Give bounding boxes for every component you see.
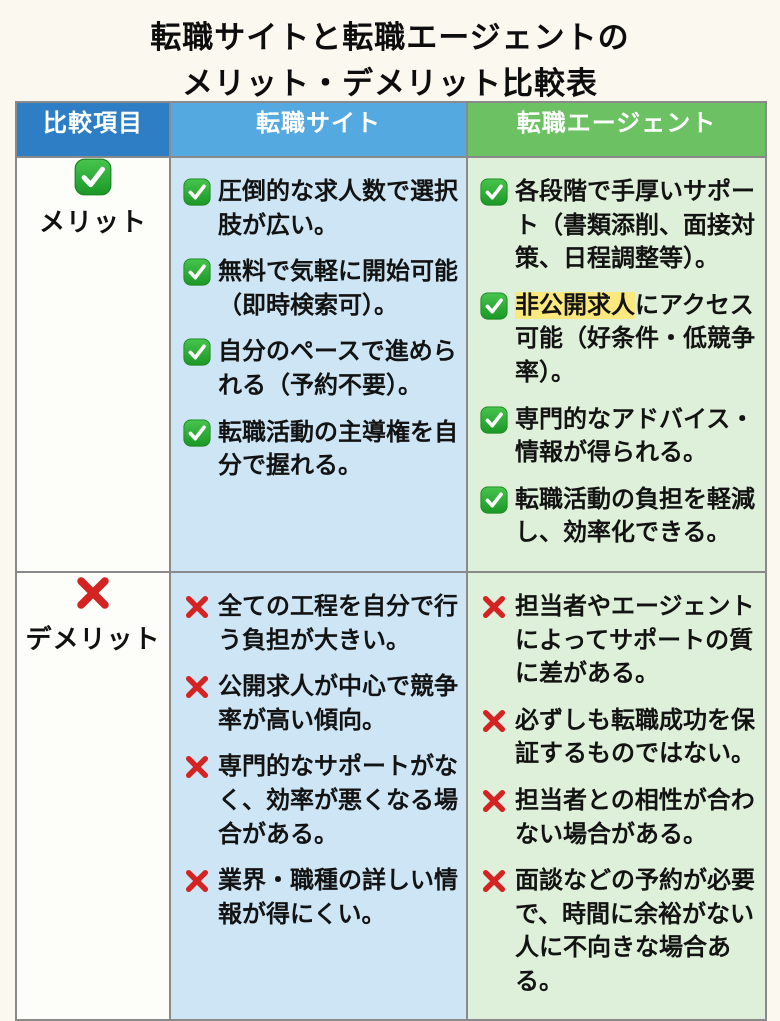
list-item: 自分のペースで進められる（予約不要）。 <box>183 335 461 402</box>
list-item: 面談などの予約が必要で、時間に余裕がない人に不向きな場合ある。 <box>480 864 760 998</box>
demerit-label-cell: デメリット <box>15 570 171 1021</box>
list-item-text: 必ずしも転職成功を保証するものではない。 <box>515 706 755 768</box>
cross-icon <box>480 867 508 895</box>
header-cell-comparison-item: 比較項目 <box>15 101 171 158</box>
check-icon <box>74 158 112 196</box>
list-item: 担当者やエージェントによってサポートの質に差がある。 <box>480 590 760 691</box>
merit-site-cell: 圧倒的な求人数で選択肢が広い。 無料で気軽に開始可能（即時検索可）。 自分のペー… <box>169 156 468 573</box>
demerit-site-cell: 全ての工程を自分で行う負担が大きい。 公開求人が中心で競争率が高い傾向。 専門的… <box>169 570 468 1021</box>
check-icon <box>183 178 211 206</box>
header-cell-job-site: 転職サイト <box>169 101 468 158</box>
cross-icon <box>73 573 113 613</box>
check-icon <box>183 419 211 447</box>
merit-label: メリット <box>38 207 147 237</box>
list-item: 専門的なアドバイス・情報が得られる。 <box>480 403 760 470</box>
list-item-text: 担当者やエージェントによってサポートの質に差がある。 <box>515 592 755 688</box>
list-item: 圧倒的な求人数で選択肢が広い。 <box>183 175 461 242</box>
list-item: 担当者との相性が合わない場合がある。 <box>480 784 760 851</box>
cross-icon <box>183 867 211 895</box>
check-icon <box>480 178 508 206</box>
header-cell-job-agent: 転職エージェント <box>466 101 767 158</box>
page-title-line2: メリット・デメリット比較表 <box>182 65 598 101</box>
list-item-text: 公開求人が中心で競争率が高い傾向。 <box>218 673 458 734</box>
list-item-text: 転職活動の負担を軽減し、効率化できる。 <box>515 485 755 547</box>
highlighted-text: 非公開求人 <box>515 291 635 319</box>
demerit-row: デメリット 全ての工程を自分で行う負担が大きい。 公開求人が中心で競争率が高い傾… <box>15 570 767 1021</box>
list-item: 専門的なサポートがなく、効率が悪くなる場合がある。 <box>183 750 461 851</box>
cross-icon <box>480 787 508 815</box>
cross-icon <box>480 593 508 621</box>
list-item-text: 面談などの予約が必要で、時間に余裕がない人に不向きな場合ある。 <box>515 867 755 995</box>
merit-row: メリット 圧倒的な求人数で選択肢が広い。 無料で気軽に開始可能（即時検索可）。 … <box>15 156 767 573</box>
merit-label-cell: メリット <box>15 156 171 573</box>
cross-icon <box>183 673 211 701</box>
merit-agent-cell: 各段階で手厚いサポート（書類添削、面接対策、日程調整等）。 非公開求人にアクセス… <box>466 156 767 573</box>
list-item: 無料で気軽に開始可能（即時検索可）。 <box>183 255 461 322</box>
check-icon <box>480 406 508 434</box>
list-item-text: 非公開求人にアクセス可能（好条件・低競争率）。 <box>515 289 760 390</box>
list-item-text: 全ての工程を自分で行う負担が大きい。 <box>218 592 458 654</box>
list-item-text: 担当者との相性が合わない場合がある。 <box>515 786 755 848</box>
demerit-label: デメリット <box>25 623 161 654</box>
page-title-line1: 転職サイトと転職エージェントの <box>150 20 630 55</box>
list-item: 転職活動の主導権を自分で握れる。 <box>183 416 461 483</box>
list-item-text: 圧倒的な求人数で選択肢が広い。 <box>218 178 458 239</box>
comparison-table: 比較項目 転職サイト 転職エージェント メリット 圧倒的な求人数で選択肢が広い。… <box>15 101 767 1021</box>
check-icon <box>183 258 211 286</box>
list-item-text: 無料で気軽に開始可能（即時検索可）。 <box>218 258 458 319</box>
list-item-text: 業界・職種の詳しい情報が得にくい。 <box>218 867 458 928</box>
demerit-agent-cell: 担当者やエージェントによってサポートの質に差がある。 必ずしも転職成功を保証する… <box>466 570 767 1021</box>
cross-icon <box>480 707 508 735</box>
list-item-text: 転職活動の主導権を自分で握れる。 <box>218 418 458 480</box>
list-item: 公開求人が中心で競争率が高い傾向。 <box>183 670 461 737</box>
check-icon <box>183 338 211 366</box>
cross-icon <box>183 753 211 781</box>
check-icon <box>480 486 508 514</box>
list-item: 業界・職種の詳しい情報が得にくい。 <box>183 864 461 931</box>
list-item-text: 各段階で手厚いサポート（書類添削、面接対策、日程調整等）。 <box>515 178 755 273</box>
list-item-text-rest: にアクセス可能（好条件・低競争率）。 <box>515 291 755 386</box>
list-item: 必ずしも転職成功を保証するものではない。 <box>480 704 760 771</box>
list-item: 全ての工程を自分で行う負担が大きい。 <box>183 590 461 657</box>
list-item: 非公開求人にアクセス可能（好条件・低競争率）。 <box>480 289 760 390</box>
header-row: 比較項目 転職サイト 転職エージェント <box>15 101 767 158</box>
list-item: 各段階で手厚いサポート（書類添削、面接対策、日程調整等）。 <box>480 175 760 276</box>
check-icon <box>480 292 508 320</box>
list-item: 転職活動の負担を軽減し、効率化できる。 <box>480 483 760 550</box>
list-item-text: 専門的なアドバイス・情報が得られる。 <box>515 405 755 467</box>
list-item-text: 自分のペースで進められる（予約不要）。 <box>218 338 457 399</box>
list-item-text: 専門的なサポートがなく、効率が悪くなる場合がある。 <box>218 753 458 848</box>
cross-icon <box>183 593 211 621</box>
page-title: 転職サイトと転職エージェントの メリット・デメリット比較表 <box>0 0 780 106</box>
